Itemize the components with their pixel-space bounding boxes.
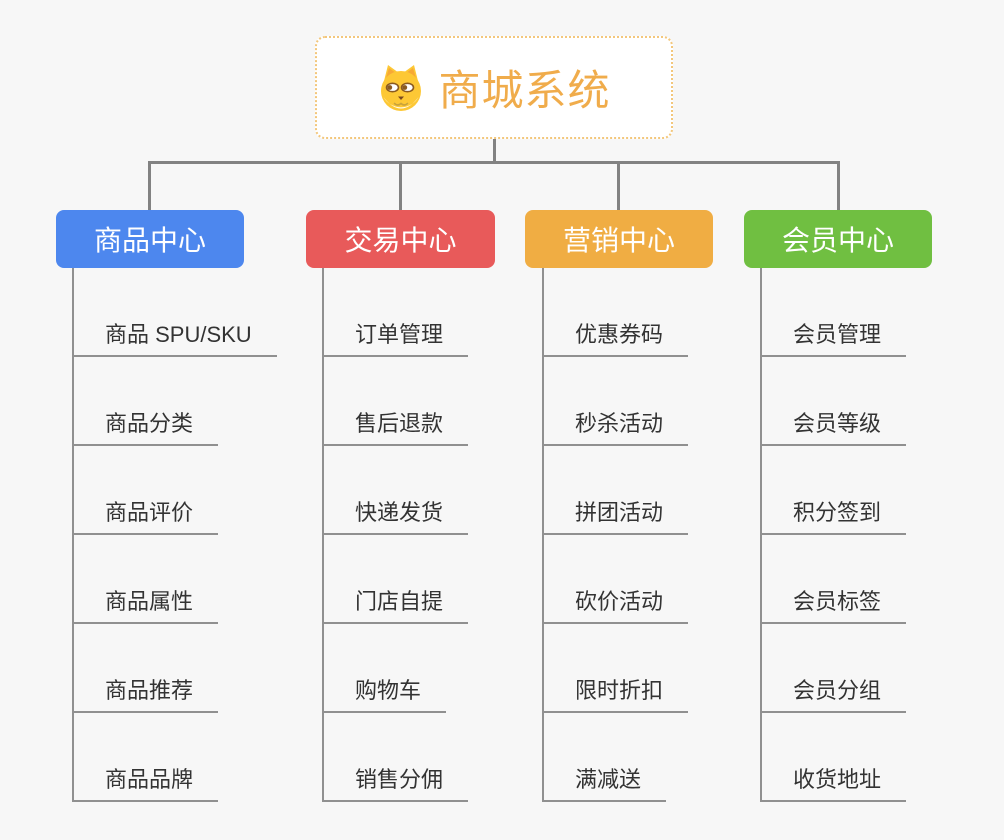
leaf-node-after-sale-refund[interactable]: 售后退款 [322, 404, 469, 446]
leaf-node-product-review[interactable]: 商品评价 [72, 493, 219, 535]
branch-trunk-line [760, 268, 762, 802]
branch-trunk-line [72, 268, 74, 802]
root-node-title: 商城系统 [438, 67, 611, 114]
branch-node-member-center[interactable]: 会员中心 [744, 210, 932, 268]
leaf-node-member-manage[interactable]: 会员管理 [760, 315, 907, 357]
connector-line [837, 161, 840, 210]
connector-line [617, 161, 620, 210]
leaf-node-product-spu-sku[interactable]: 商品 SPU/SKU [72, 315, 277, 357]
leaf-node-member-level[interactable]: 会员等级 [760, 404, 907, 446]
leaf-node-bargain-activity[interactable]: 砍价活动 [542, 582, 689, 624]
branch-trunk-line [322, 268, 324, 802]
leaf-node-store-pickup[interactable]: 门店自提 [322, 582, 469, 624]
leaf-node-shipping-address[interactable]: 收货地址 [760, 760, 907, 802]
leaf-node-order-manage[interactable]: 订单管理 [322, 315, 469, 357]
leaf-node-limited-discount[interactable]: 限时折扣 [542, 671, 689, 713]
leaf-node-full-reduction[interactable]: 满减送 [542, 760, 667, 802]
leaf-node-member-group[interactable]: 会员分组 [760, 671, 907, 713]
dog-face-icon [377, 64, 425, 112]
root-node-mall-system[interactable]: 商城系统 [315, 36, 673, 139]
leaf-node-product-category[interactable]: 商品分类 [72, 404, 219, 446]
leaf-node-points-checkin[interactable]: 积分签到 [760, 493, 907, 535]
connector-line [148, 161, 840, 164]
leaf-node-product-attr[interactable]: 商品属性 [72, 582, 219, 624]
leaf-node-product-recommend[interactable]: 商品推荐 [72, 671, 219, 713]
connector-line [148, 161, 151, 210]
leaf-node-group-buy[interactable]: 拼团活动 [542, 493, 689, 535]
leaf-node-sales-commission[interactable]: 销售分佣 [322, 760, 469, 802]
leaf-node-express-delivery[interactable]: 快递发货 [322, 493, 469, 535]
branch-trunk-line [542, 268, 544, 802]
leaf-node-shopping-cart[interactable]: 购物车 [322, 671, 447, 713]
leaf-node-member-tag[interactable]: 会员标签 [760, 582, 907, 624]
leaf-node-coupon-code[interactable]: 优惠券码 [542, 315, 689, 357]
branch-node-trade-center[interactable]: 交易中心 [306, 210, 495, 268]
leaf-node-flash-sale[interactable]: 秒杀活动 [542, 404, 689, 446]
branch-node-marketing-center[interactable]: 营销中心 [525, 210, 713, 268]
branch-node-product-center[interactable]: 商品中心 [56, 210, 244, 268]
connector-line [493, 138, 496, 163]
leaf-node-product-brand[interactable]: 商品品牌 [72, 760, 219, 802]
connector-line [399, 161, 402, 210]
